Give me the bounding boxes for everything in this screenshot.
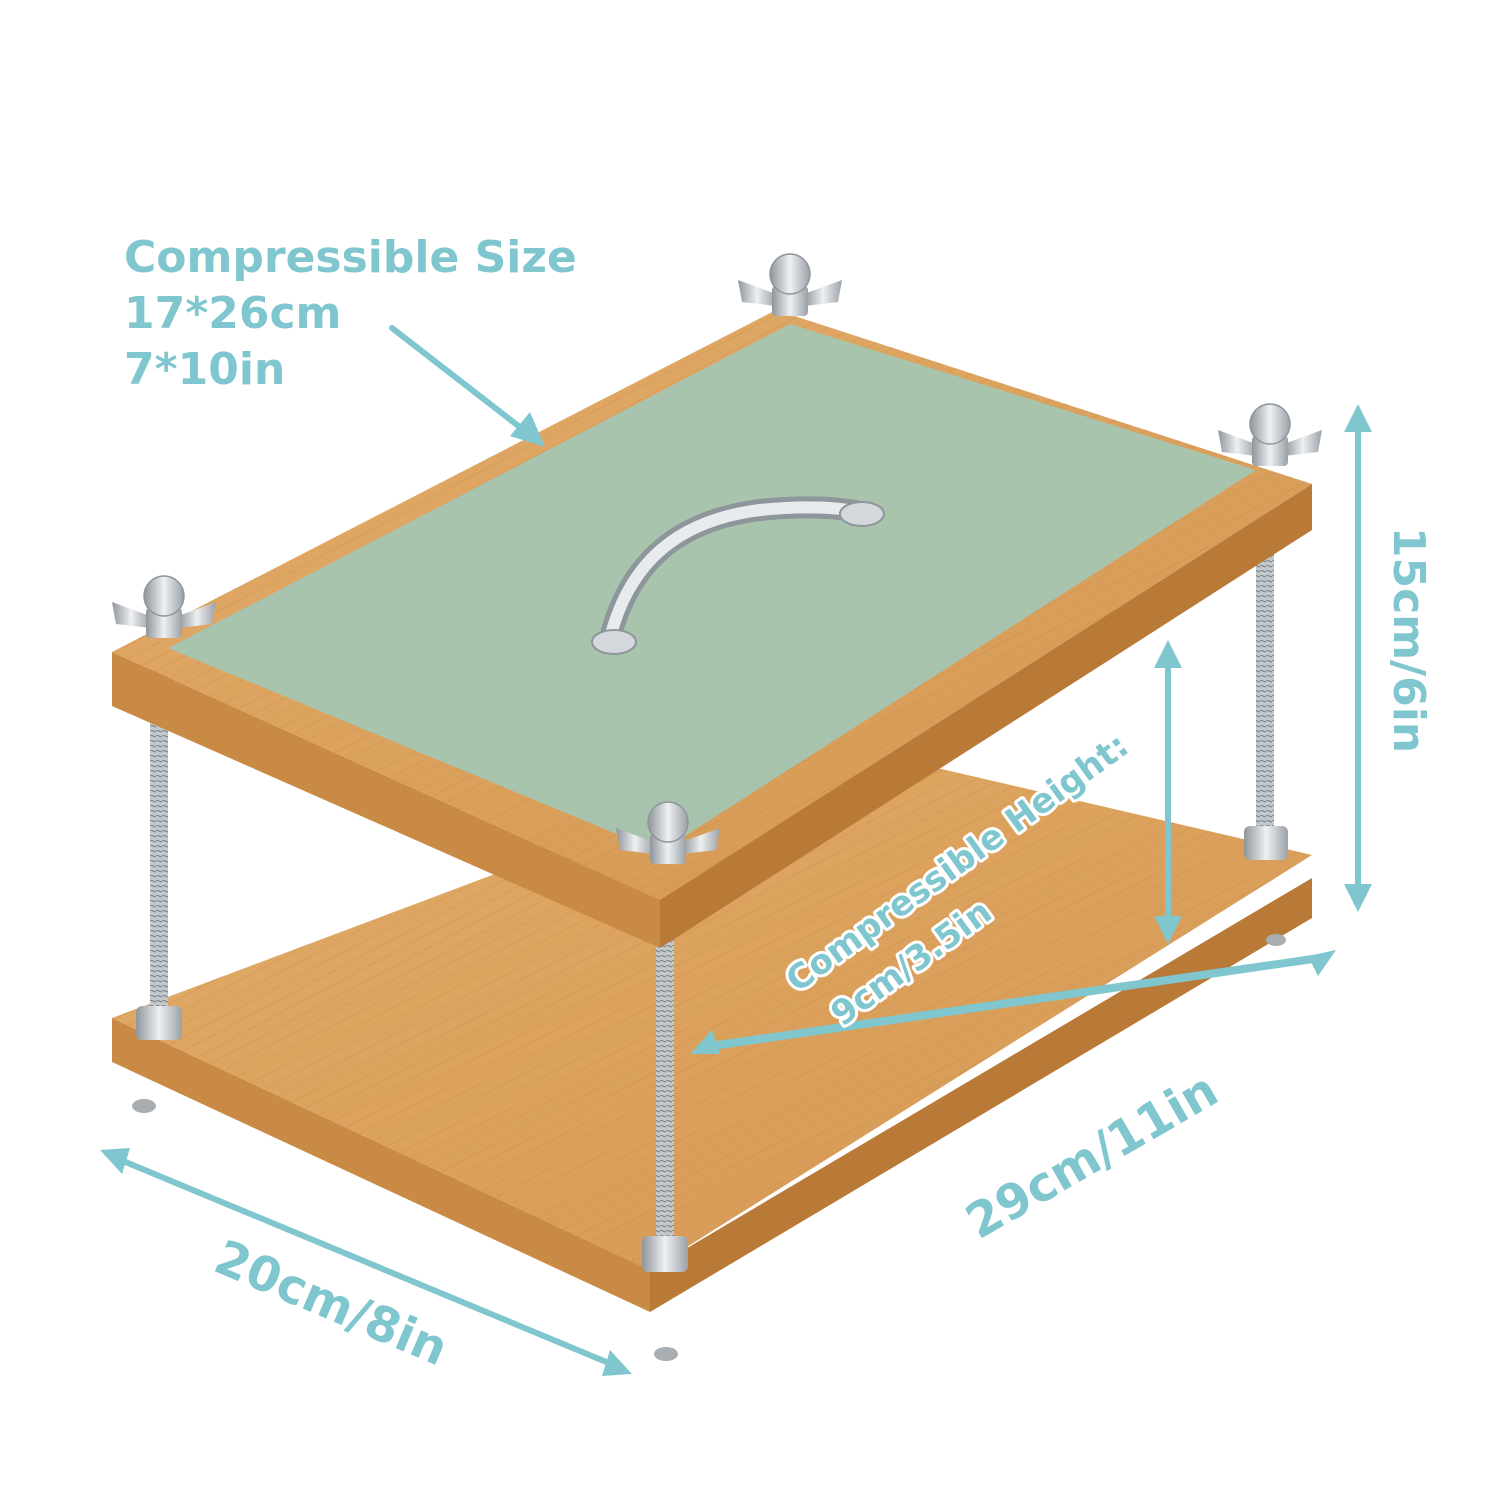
bottom-board bbox=[112, 745, 1312, 1361]
threaded-rod-icon bbox=[1256, 480, 1274, 840]
length-diagonal-arrow bbox=[690, 950, 1336, 1054]
handle-icon bbox=[591, 496, 885, 655]
wing-nut-icon bbox=[616, 801, 720, 864]
top-board-side-edge bbox=[660, 484, 1312, 948]
threaded-rod-icon bbox=[150, 650, 168, 1022]
threaded-rod-icon bbox=[656, 940, 674, 1250]
hex-nut-icon bbox=[642, 1236, 688, 1272]
hex-nut-icon bbox=[1244, 826, 1288, 860]
wing-nut-icon bbox=[112, 575, 216, 638]
compressible-size-imperial: 7*10in bbox=[124, 344, 285, 395]
wing-nut-icon bbox=[1218, 403, 1322, 466]
bottom-board-front-edge bbox=[112, 1018, 650, 1312]
wing-nut-icon bbox=[738, 253, 842, 316]
width-label: 20cm/8in bbox=[207, 1229, 456, 1377]
bottom-foot bbox=[654, 1347, 678, 1361]
top-board bbox=[112, 310, 1312, 948]
compressible-size-title: Compressible Size bbox=[124, 232, 577, 283]
size-pointer-arrow bbox=[389, 325, 533, 438]
hex-nut-icon bbox=[136, 1006, 182, 1040]
bottom-foot bbox=[132, 1099, 156, 1113]
compressible-size-metric: 17*26cm bbox=[124, 288, 341, 339]
top-board-front-edge bbox=[112, 652, 660, 948]
total-height-label: 15cm/6in bbox=[1383, 527, 1434, 753]
threaded-rods bbox=[136, 480, 1288, 1272]
width-arrow bbox=[113, 1155, 619, 1369]
bottom-foot bbox=[1266, 934, 1286, 946]
compressible-area bbox=[168, 324, 1256, 852]
